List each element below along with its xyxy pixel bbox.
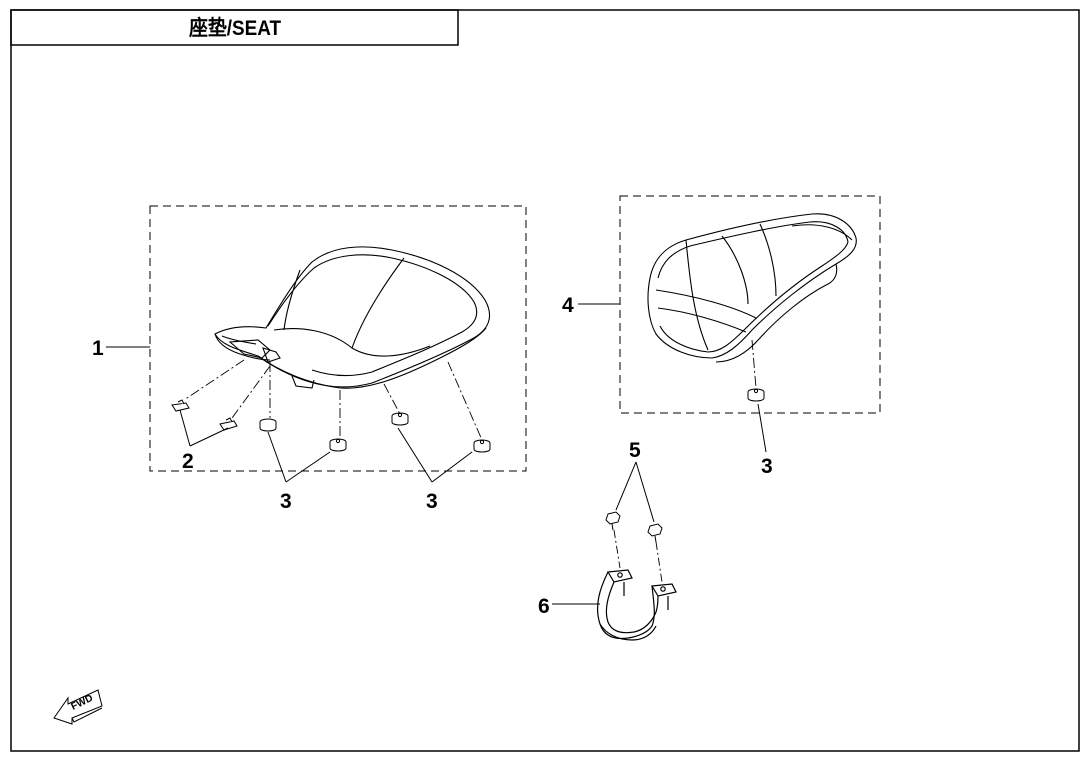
rear-seat-assembly-lines (751, 339, 757, 389)
callout-leaders-bracket (552, 461, 655, 605)
callout-6: 6 (538, 595, 550, 618)
callout-4: 4 (562, 294, 574, 317)
front-seat-assembly-lines (183, 359, 483, 441)
rubber-damper (259, 418, 277, 432)
front-seat-assembly-boundary (149, 205, 527, 472)
title-block (10, 9, 459, 46)
flange-bolt (605, 511, 621, 531)
rubber-damper (747, 388, 765, 402)
callout-3: 3 (426, 490, 438, 513)
callout-1: 1 (92, 337, 104, 360)
callout-leaders-front (106, 346, 473, 483)
forward-direction-arrow: FWD (53, 689, 103, 725)
callout-2: 2 (182, 450, 194, 473)
drawing-title: 座垫/SEAT (188, 17, 282, 40)
rubber-damper (329, 438, 347, 452)
drawing-frame (10, 9, 1080, 752)
bolt-assembly-lines (613, 529, 663, 583)
rubber-damper (473, 439, 491, 453)
flange-bolt (647, 523, 663, 543)
rear-seat-assembly-boundary (619, 195, 881, 414)
callout-3: 3 (280, 490, 292, 513)
clip-fastener (171, 399, 190, 412)
rubber-damper (391, 412, 409, 426)
seat-bracket (596, 569, 677, 641)
callout-leaders-rear (578, 303, 767, 453)
clip-fastener (219, 417, 238, 431)
callout-3: 3 (761, 455, 773, 478)
callout-5: 5 (629, 439, 641, 462)
front-seat (214, 246, 491, 389)
rear-seat (647, 213, 857, 363)
